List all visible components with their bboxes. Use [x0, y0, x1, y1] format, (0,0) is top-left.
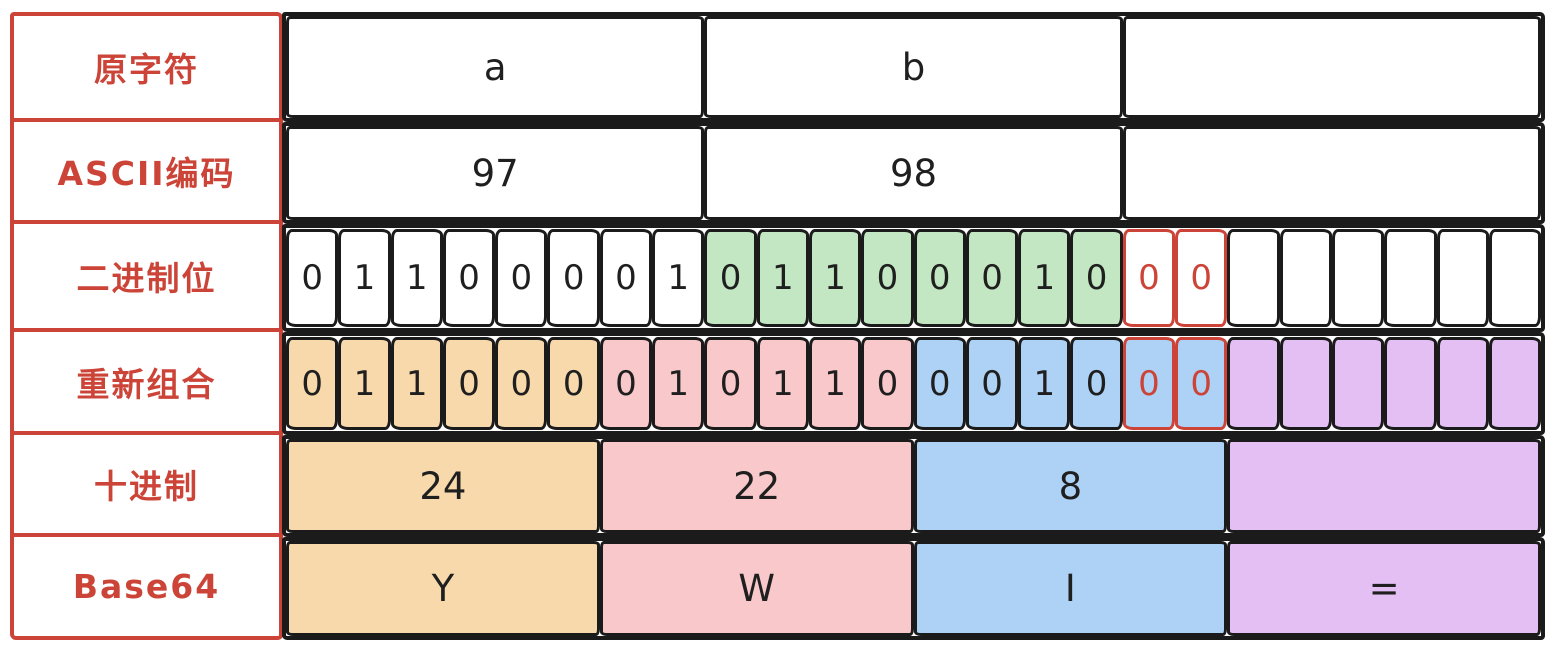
row-labels-column: 原字符 ASCII编码 二进制位 重新组合 十进制 Base64 — [10, 12, 283, 640]
empty-bit-cell — [1331, 337, 1385, 430]
bit-cell: 0 — [861, 229, 914, 327]
ascii-cell-a: 97 — [286, 126, 705, 220]
empty-bit-cell — [1436, 229, 1489, 327]
padding-bit-cell: 0 — [1122, 337, 1176, 430]
base64-cell-3: I — [913, 541, 1228, 636]
char-cell-a: a — [286, 16, 705, 118]
row-label-regroup: 重新组合 — [14, 332, 279, 435]
bit-cell: 0 — [861, 337, 914, 430]
original-char-row: a b — [282, 12, 1545, 122]
bit-cell: 1 — [652, 229, 705, 327]
bit-cell: 0 — [1070, 337, 1123, 430]
bit-cell: 1 — [652, 337, 705, 430]
ascii-cell-b: 98 — [704, 126, 1123, 220]
bit-cell: 1 — [338, 229, 391, 327]
empty-bit-cell — [1227, 229, 1280, 327]
row-label-ascii-code: ASCII编码 — [14, 122, 279, 224]
char-cell-empty — [1122, 16, 1541, 118]
base64-cell-2: W — [599, 541, 914, 636]
decimal-cell-3: 8 — [913, 439, 1228, 533]
padding-bit-cell: 0 — [1122, 229, 1176, 327]
bit-cell: 0 — [1070, 229, 1123, 327]
bit-cell: 0 — [965, 229, 1019, 327]
empty-bit-cell — [1384, 229, 1437, 327]
empty-bit-cell — [1279, 229, 1332, 327]
empty-bit-cell — [1488, 337, 1542, 430]
bit-cell: 1 — [390, 229, 443, 327]
row-label-decimal: 十进制 — [14, 435, 279, 537]
empty-bit-cell — [1384, 337, 1437, 430]
empty-bit-cell — [1331, 229, 1385, 327]
bit-cell: 0 — [704, 229, 757, 327]
bit-cell: 0 — [913, 337, 966, 430]
bit-cell: 1 — [1018, 229, 1071, 327]
bit-cell: 1 — [1018, 337, 1071, 430]
base64-cell-1: Y — [286, 541, 600, 636]
empty-bit-cell — [1279, 337, 1332, 430]
bit-cell: 1 — [808, 229, 862, 327]
empty-bit-cell — [1227, 337, 1280, 430]
bit-cell: 0 — [704, 337, 757, 430]
padding-bit-cell: 0 — [1175, 337, 1228, 430]
row-label-original-char: 原字符 — [14, 16, 279, 122]
bit-cell: 0 — [495, 337, 548, 430]
empty-bit-cell — [1436, 337, 1489, 430]
empty-bit-cell — [1488, 229, 1542, 327]
ascii-code-row: 97 98 — [282, 122, 1545, 224]
base64-row: Y W I = — [282, 537, 1545, 640]
bit-cell: 1 — [338, 337, 391, 430]
bit-cell: 1 — [390, 337, 443, 430]
bit-cell: 0 — [599, 229, 653, 327]
bit-cell: 1 — [756, 337, 809, 430]
bit-cell: 0 — [286, 229, 339, 327]
regroup-row: 0 1 1 0 0 0 0 1 0 1 1 0 0 0 1 0 0 0 — [282, 332, 1545, 435]
bit-cell: 1 — [756, 229, 809, 327]
bit-cell: 0 — [965, 337, 1019, 430]
base64-cell-padding: = — [1227, 541, 1541, 636]
bit-cell: 0 — [286, 337, 339, 430]
padding-bit-cell: 0 — [1175, 229, 1228, 327]
decimal-row: 24 22 8 — [282, 435, 1545, 537]
decimal-cell-1: 24 — [286, 439, 600, 533]
row-label-base64: Base64 — [72, 567, 221, 606]
row-label-binary-bits: 二进制位 — [14, 224, 279, 332]
decimal-cell-2: 22 — [599, 439, 914, 533]
bit-cell: 0 — [913, 229, 966, 327]
bit-cell: 0 — [495, 229, 548, 327]
ascii-cell-empty — [1122, 126, 1541, 220]
decimal-cell-empty — [1227, 439, 1541, 533]
binary-bits-row: 0 1 1 0 0 0 0 1 0 1 1 0 0 0 1 0 0 0 — [282, 224, 1545, 332]
bit-cell: 0 — [442, 337, 496, 430]
bit-cell: 1 — [808, 337, 862, 430]
bit-cell: 0 — [547, 229, 600, 327]
bit-cell: 0 — [547, 337, 600, 430]
bit-cell: 0 — [442, 229, 496, 327]
char-cell-b: b — [704, 16, 1123, 118]
bit-cell: 0 — [599, 337, 653, 430]
